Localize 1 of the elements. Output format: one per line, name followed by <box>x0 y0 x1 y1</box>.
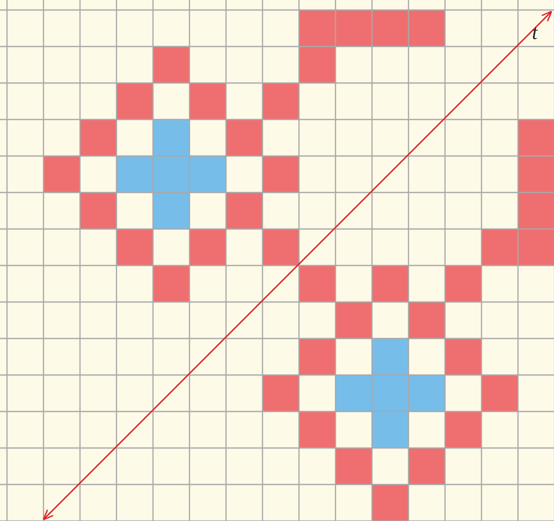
axis-label: t <box>532 22 538 45</box>
